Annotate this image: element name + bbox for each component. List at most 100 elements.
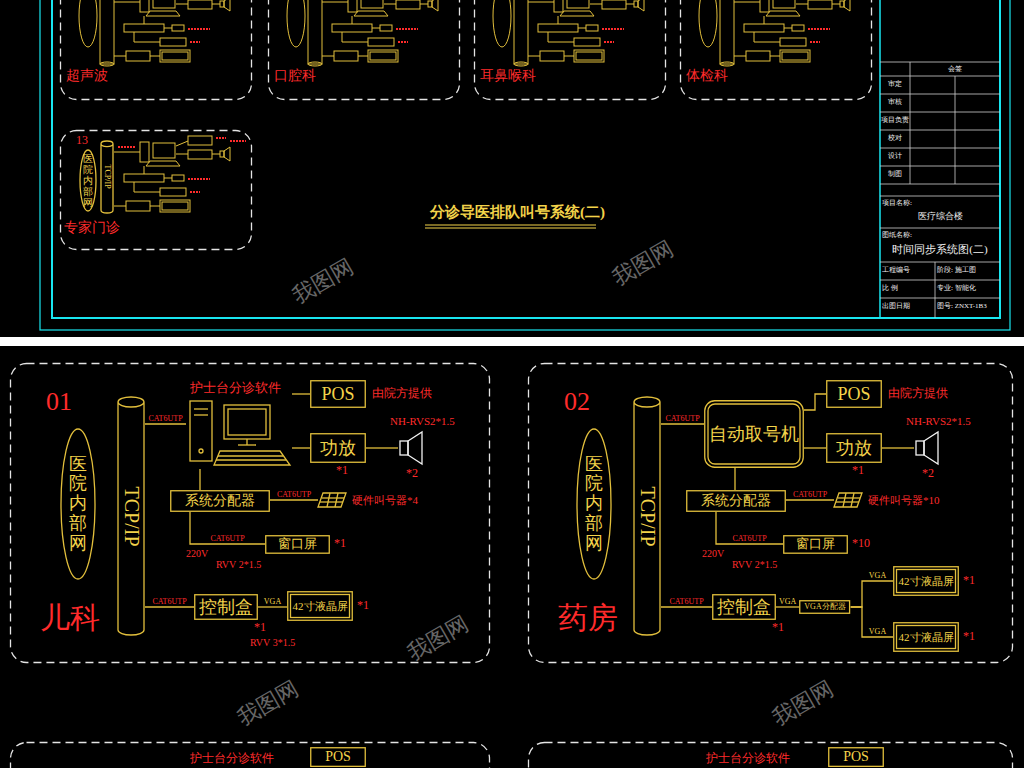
node-shape: [287, 591, 353, 621]
callout-number: 01: [46, 387, 72, 417]
watermark: 我图网: [608, 235, 678, 290]
title-block-edge: [879, 0, 881, 318]
title-block-cell: 时间同步系统图(二): [880, 243, 1000, 256]
device-label: 系统分配器: [701, 493, 771, 509]
bus-cylinder: [634, 397, 660, 635]
note-label: 由院方提供: [888, 387, 948, 401]
cable-label: CAT6UTP: [147, 414, 183, 423]
note-label: 220V: [186, 548, 208, 560]
network-ellipse-outline: [61, 429, 95, 579]
device-box: 功放*1: [310, 433, 366, 463]
node-shape: [100, 140, 114, 214]
device-label: 系统分配器: [185, 493, 255, 509]
region-outline: [529, 364, 1013, 663]
node-shape: [117, 396, 145, 636]
tcpip-bus: TCP/IP: [633, 396, 661, 636]
node-shape: [60, 0, 252, 100]
watermark: 我图网: [233, 675, 303, 730]
callout-number: *1: [254, 621, 266, 635]
mini-devices: [114, 136, 246, 212]
note-label: 220V: [702, 548, 724, 560]
title-block-cell: 图号: ZNXT-1B3: [937, 302, 987, 310]
device-box: 窗口屏*10: [783, 535, 848, 554]
callout-number: *1: [963, 630, 975, 644]
cable-line: [786, 499, 834, 500]
region-label: 体检科: [686, 68, 728, 84]
bus-label: TCP/IP: [636, 486, 659, 546]
device-box: POS: [310, 747, 366, 767]
cable-label: VGA: [868, 627, 887, 636]
mini-network: [699, 0, 734, 66]
device-outline: [894, 623, 959, 652]
note-label: 护士台分诊软件: [706, 752, 790, 766]
node-shape: [79, 149, 97, 212]
device-label: POS: [837, 384, 870, 405]
cable-label: VGA: [263, 597, 282, 606]
cable-line: [661, 423, 704, 424]
pc-tower-button: [199, 449, 203, 453]
watermark: 我图网: [288, 253, 358, 308]
pc-tower-detail: [194, 408, 208, 409]
cable-label: CAT6UTP: [668, 597, 704, 606]
cable-line: [366, 447, 398, 448]
cable-line: [776, 606, 799, 607]
mini-network: [493, 0, 528, 66]
device-box: VGA分配器: [799, 600, 850, 614]
dept-region: 体检科: [680, 0, 872, 100]
network-ellipse-outline: [577, 429, 611, 579]
callout-number: 02: [564, 387, 590, 417]
dept-region: 医院内部网TCP/IP自动取号机POS功放*1NH-RVS2*1.5*2系统分配…: [528, 363, 1013, 663]
nurse-station-pc: 护士台分诊软件: [186, 381, 292, 469]
keypad-col: [843, 493, 846, 507]
device-outline: [705, 401, 804, 468]
device-outline: [311, 381, 366, 408]
mini-network: [79, 0, 114, 66]
mini-devices: [528, 0, 660, 62]
node-shape: [265, 535, 330, 554]
bus-label: TCP/IP: [102, 165, 111, 189]
dept-region: 耳鼻喉科: [474, 0, 666, 100]
cable-line: [190, 512, 265, 544]
note-label: RVV 3*1.5: [250, 637, 295, 649]
device-box: 42寸液晶屏*1: [287, 591, 353, 621]
bus-cylinder: [101, 141, 113, 213]
device-outline: [827, 381, 882, 408]
pc-tower: [190, 401, 212, 461]
device-outline: [829, 748, 884, 767]
node-shape: [576, 428, 612, 580]
node-shape: [828, 747, 884, 767]
device-box: 42寸液晶屏*1: [893, 566, 959, 596]
device-box: 系统分配器: [170, 490, 270, 512]
title-block-cell: 设计: [880, 152, 910, 160]
dept-region: 口腔科: [268, 0, 460, 100]
device-label: 控制盒: [199, 597, 253, 618]
device-outline: [195, 595, 258, 620]
node-shape: [170, 490, 270, 512]
network-label: 医院内部网: [585, 455, 603, 554]
node-shape: [528, 363, 1013, 663]
pc-keyboard-row: [216, 459, 286, 460]
node-shape: [914, 430, 942, 466]
region-outline: [269, 0, 460, 100]
pc-monitor: [224, 405, 270, 439]
keypad-body: [318, 493, 346, 507]
title-block-cell: 工程编号: [882, 266, 910, 274]
device-outline: [894, 567, 959, 596]
device-label: 功放: [836, 438, 872, 459]
device-box: POS: [826, 380, 882, 408]
cable-line: [882, 447, 914, 448]
speaker-symbol: NH-RVS2*1.5*2: [398, 430, 426, 466]
mini-network: [287, 0, 322, 66]
title-block-cell: 医疗综合楼: [880, 211, 1000, 221]
callout-number: *10: [852, 537, 870, 551]
device-outline-inner: [291, 595, 350, 618]
node-shape: [834, 492, 862, 508]
device-label: 窗口屏: [278, 537, 317, 552]
device-label: POS: [843, 749, 869, 765]
node-shape: [712, 594, 776, 620]
cable-line: [661, 606, 712, 607]
node-shape: [474, 0, 666, 100]
network-label: 医院内部网: [83, 153, 93, 208]
device-outline: [687, 491, 786, 512]
